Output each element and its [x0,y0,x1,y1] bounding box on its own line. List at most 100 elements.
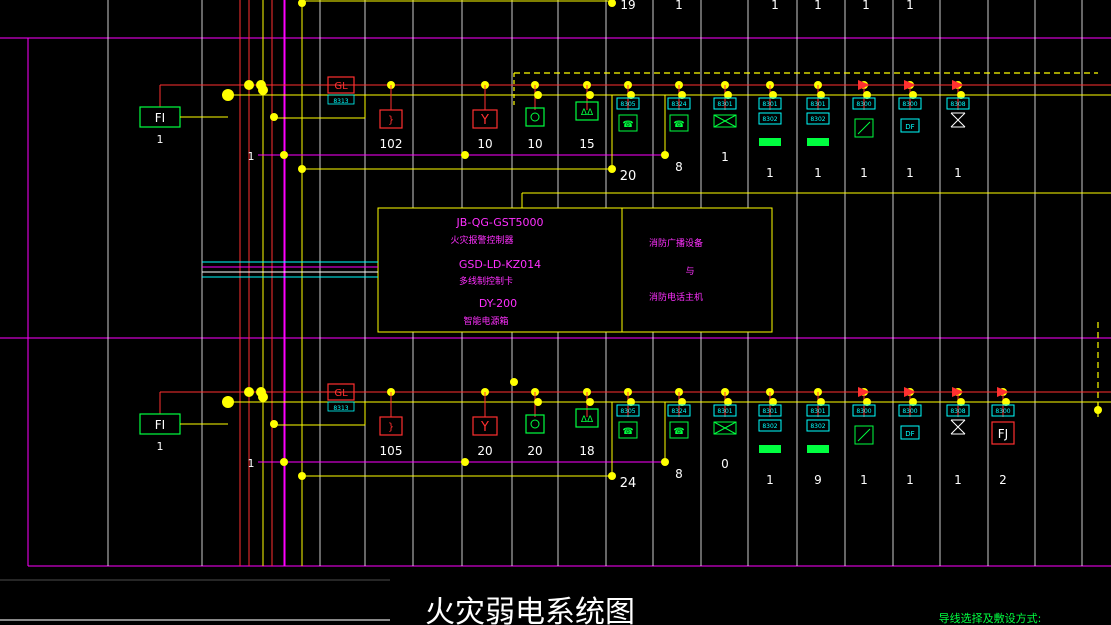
device-smoke-heat: } 105 [379,388,403,458]
damper-icon [807,138,829,146]
device-count: 1 [860,473,868,487]
gl-box [327,383,355,401]
fan-icon [854,118,874,138]
device-y-device: Y20 [472,388,498,458]
df-icon [900,425,920,440]
junction-dot [608,165,616,173]
junction-dot [661,458,669,466]
speaker-icon [575,408,599,428]
smoke-heat-glyph: } [388,422,394,433]
device-count: 20 [477,444,492,458]
device-dot [909,91,917,99]
tag-box [991,404,1015,417]
tag-box [898,97,922,110]
junction-dot [244,80,254,90]
tag-box [806,419,830,432]
tag-box [898,404,922,417]
flag-icon [952,387,964,397]
device-tag: 8300 [995,408,1010,415]
loop-marker: 1 [248,150,255,163]
junction-dot [280,458,288,466]
device-count: 0 [721,457,729,471]
device-dot [957,91,965,99]
speaker-icon [575,101,599,121]
device-count: 1 [860,166,868,180]
tag-box [713,97,737,110]
top-count: 1 [862,0,870,12]
top-count: 1 [771,0,779,12]
frame-lines [0,37,1111,621]
module-circle-icon [530,419,540,429]
tag-box [667,97,691,110]
tag-box [852,404,876,417]
device-tag: 8301 [717,408,732,415]
controller-name-2: 多线制控制卡 [459,275,513,287]
controller-model-3: DY-200 [479,297,517,310]
junction-dot [270,420,278,428]
junction-dot [461,458,469,466]
device-count: 105 [380,444,403,458]
fi-count: 1 [157,133,164,146]
device-dot [769,91,777,99]
bus-count: 20 [620,169,637,184]
device-dot [586,398,594,406]
device-tag: 8301 [810,408,825,415]
smoke-heat-glyph: } [388,115,394,126]
device-count: 1 [906,166,914,180]
gl-tag: 8313 [333,98,348,105]
speaker-glyph: ΔΔ [581,415,594,425]
flag-icon [904,387,916,397]
device-count: 1 [906,473,914,487]
junction-dot [608,0,616,7]
smoke-heat-icon [379,416,403,436]
device-count: 8 [675,467,683,481]
device-dot [817,91,825,99]
device-phone-8305: 8305☎ [616,81,640,132]
phone-host-label: 消防电话主机 [649,291,703,303]
damper-icon [807,445,829,453]
fan-slash [857,428,871,442]
device-y-device: Y10 [472,81,498,151]
device-dot [909,398,917,406]
device-dot [769,398,777,406]
device-phone-8324: 8324☎8 [667,81,691,174]
device-count: 1 [766,473,774,487]
tag-box [667,404,691,417]
device-tag: 8308 [950,408,965,415]
top-count: 19 [620,0,635,12]
tag-box [852,97,876,110]
device-dot [863,398,871,406]
device-count: 9 [814,473,822,487]
valve-8308-icon [950,419,966,435]
valve-icon [713,421,737,435]
device-damper-b: 8301 8302 9 [806,388,830,487]
device-tag-2: 8302 [810,423,825,430]
device-count: 10 [477,137,492,151]
device-dot [627,91,635,99]
column-grid [107,0,1083,566]
device-tag: 8300 [856,408,871,415]
device-dot [1002,398,1010,406]
gl-label: GL [334,81,348,92]
tag-box [946,404,970,417]
device-tag: 8324 [671,408,686,415]
fj-icon [991,421,1015,445]
tag-box [616,97,640,110]
tag-box [806,97,830,110]
junction-dot [298,165,306,173]
junction-dot [298,472,306,480]
phone-icon [618,421,638,439]
device-count: 1 [954,473,962,487]
gl-tag-box [327,94,355,105]
wiring-note: 导线选择及敷设方式: [939,611,1042,625]
flag-icon [904,80,916,90]
